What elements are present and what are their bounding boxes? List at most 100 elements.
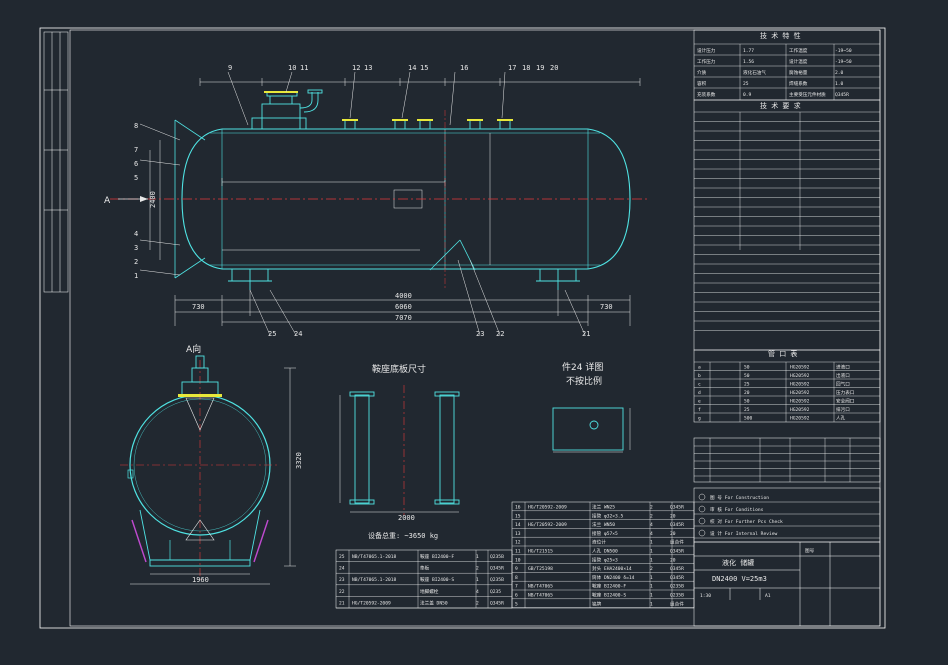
parts-list-cell: 20 — [670, 531, 676, 537]
nozzle-table-cell: 出液口 — [836, 372, 850, 379]
part-number-label: 1 — [134, 272, 138, 280]
detail-title: 件24 详图 — [562, 361, 603, 373]
vessel-end-view — [120, 355, 280, 580]
parts-list-cell: Q235B — [670, 593, 684, 599]
dim-overall-length: 7070 — [395, 314, 412, 322]
part-number-label: 7 — [134, 146, 138, 154]
nozzle-table-cell: f — [698, 407, 701, 413]
parts-list-cell: NB/T47065 — [528, 593, 553, 599]
part-number-label: 19 — [536, 64, 544, 72]
parts-list-cell: HG/T20592-2009 — [528, 522, 567, 528]
tech-spec-cell: 1.56 — [743, 59, 754, 65]
parts-list-lower-cell: 1 — [476, 577, 479, 583]
parts-list-cell: 20 — [670, 513, 676, 519]
dim-height: 3320 — [295, 452, 303, 469]
part-number-label: 12 — [352, 64, 360, 72]
nozzle-table-cell: 安全阀口 — [836, 398, 855, 405]
parts-list-lower-cell: 21 — [339, 600, 345, 606]
parts-list-cell: 2 — [650, 505, 653, 511]
saddle-dims — [339, 395, 459, 513]
top-nozzle-flanges — [264, 91, 513, 121]
part-number-label: 4 — [134, 230, 138, 238]
nozzle-table-cell: 500 — [744, 416, 753, 422]
parts-list-lower-cell: NB/T47065.1-2018 — [352, 554, 396, 560]
parts-list-cell: 组合件 — [670, 539, 684, 546]
parts-list-lower-cell: 4 — [476, 589, 479, 595]
parts-list-lower-cell: Q345R — [490, 600, 504, 606]
nozzle-table-cell: d — [698, 390, 701, 396]
parts-list-cell: 1 — [650, 557, 653, 563]
saddles-side — [228, 268, 580, 290]
parts-list-cell: 14 — [515, 522, 521, 528]
nozzle-table-cell: 压力表口 — [836, 389, 855, 396]
tech-spec-cell: 工作压力 — [697, 58, 716, 65]
parts-list-cell: 6 — [515, 593, 518, 599]
parts-list-cell: Q345R — [670, 505, 684, 511]
head-support-lines — [174, 119, 476, 279]
part-number-label: 18 — [522, 64, 530, 72]
part-number-label: 9 — [228, 64, 232, 72]
dim-left-end: 730 — [192, 303, 205, 311]
parts-list-lower-cell: 鞍座 BI2400-F — [420, 553, 454, 560]
part-number-label: 8 — [134, 122, 138, 130]
parts-list-cell: Q345R — [670, 522, 684, 528]
parts-list-cell: 12 — [515, 540, 521, 546]
dim-base-width: 1960 — [192, 576, 209, 584]
detail-24-view — [552, 407, 631, 453]
parts-list-lower-cell: 地脚螺栓 — [420, 588, 439, 595]
nozzle-table-cell: HG20592 — [790, 416, 810, 422]
parts-list-lower-cell: Q235B — [490, 554, 504, 560]
part-number-label: 24 — [294, 330, 302, 338]
tech-spec-cell: 工作温度 — [789, 47, 808, 54]
top-dimensions — [199, 78, 641, 86]
nozzle-table-cell: 50 — [744, 373, 750, 379]
title-project-label: 图号 — [805, 548, 815, 554]
parts-list-lower-cell: 2 — [476, 600, 479, 606]
parts-list-cell: 鞍座 BI2400-S — [592, 592, 626, 599]
nozzle-table-title: 管 口 表 — [768, 349, 797, 358]
parts-list-cell: 1 — [650, 601, 653, 607]
saddle-base-plate-view — [349, 391, 460, 505]
parts-list-cell: 15 — [515, 513, 521, 519]
dim-saddle-plate: 2000 — [398, 514, 415, 522]
part-number-label: 20 — [550, 64, 558, 72]
parts-list-cell: 4 — [650, 522, 653, 528]
parts-list-cell: 2 — [650, 566, 653, 572]
parts-list-lower-cell: NB/T47065.1-2018 — [352, 577, 396, 583]
title-name-line2: DN2400 V=25m3 — [712, 575, 767, 583]
dim-diameter: 2400 — [149, 191, 157, 208]
part-number-label: 3 — [134, 244, 138, 252]
weight-note: 设备总重: ~3650 kg — [368, 531, 438, 540]
nozzle-table-cell: 人孔 — [836, 415, 846, 422]
parts-list-lower-cell: 垫板 — [420, 565, 430, 572]
tech-spec-cell: 腐蚀裕量 — [789, 69, 808, 76]
nozzle-table-cell: a — [698, 366, 701, 371]
parts-list-cell: 液位计 — [592, 539, 606, 546]
view-a-arrow: A — [104, 196, 148, 206]
part-number-label: 16 — [460, 64, 468, 72]
nozzle-table-cell: HG20592 — [790, 390, 810, 396]
tech-spec-cell: 容积 — [697, 80, 707, 87]
parts-list-lower-cell: Q345R — [490, 566, 504, 572]
tech-spec-cell: 0.9 — [743, 92, 752, 98]
tech-spec-cell: -19~50 — [835, 59, 852, 65]
saddle-view-title: 鞍座底板尺寸 — [372, 363, 426, 375]
parts-list-cell: Q345R — [670, 566, 684, 572]
parts-list-lower-cell: 法兰盖 DN50 — [420, 599, 448, 606]
parts-list-cell: 11 — [515, 549, 521, 555]
parts-list-cell: 铭牌 — [592, 600, 602, 607]
top-nozzles — [251, 89, 511, 130]
nozzle-table-cell: g — [698, 417, 701, 422]
parts-list-lower-cell: 23 — [339, 577, 345, 583]
part-number-label: 5 — [134, 174, 138, 182]
parts-list-cell: 20 — [670, 557, 676, 563]
nozzle-table-cell: 25 — [744, 407, 750, 413]
parts-list-cell: NB/T47065 — [528, 584, 553, 590]
parts-list-cell: 4 — [650, 531, 653, 537]
title-name-line1: 液化 储罐 — [722, 558, 754, 567]
parts-list-cell: 1 — [650, 575, 653, 581]
nozzle-table-cell: 50 — [744, 365, 750, 371]
parts-list-cell: 8 — [515, 575, 518, 581]
